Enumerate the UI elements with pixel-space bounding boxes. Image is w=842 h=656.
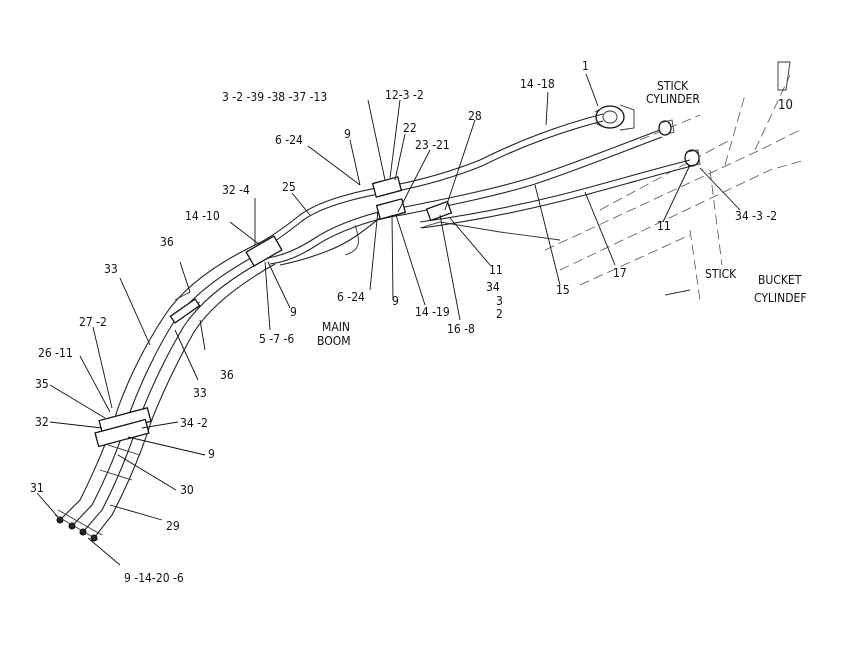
bucket-line-elbow bbox=[658, 119, 701, 167]
callout-32-4: 32 -4 bbox=[222, 183, 250, 197]
callout-12-3-2: 12-3 -2 bbox=[385, 88, 424, 102]
callout-25: 25 bbox=[282, 180, 296, 194]
callout-6-24-lower: 6 -24 bbox=[337, 290, 365, 304]
callout-33-upper: 33 bbox=[104, 262, 118, 276]
label-main: MAIN bbox=[322, 320, 350, 334]
callout-9-lower: 9 bbox=[392, 294, 399, 308]
label-cylinder: CYLINDEF bbox=[754, 291, 807, 305]
callout-29: 29 bbox=[166, 519, 180, 533]
leader-lines bbox=[36, 73, 741, 566]
callout-14-10: 14 -10 bbox=[185, 209, 220, 223]
callout-34-2-left: 34 -2 bbox=[180, 416, 208, 430]
callout-27-2: 27 -2 bbox=[79, 315, 107, 329]
callout-28: 28 bbox=[468, 109, 482, 123]
callout-cylinder: CYLINDER bbox=[646, 92, 700, 106]
callout-9-upper: 9 bbox=[344, 127, 351, 141]
callout-stick: STICK bbox=[657, 79, 689, 93]
upper-hose-bundle bbox=[394, 113, 693, 241]
callout-15: 15 bbox=[556, 283, 570, 297]
callout-22: 22 bbox=[403, 121, 417, 135]
callout-16-8: 16 -8 bbox=[447, 322, 475, 336]
callout-36-lower: 36 bbox=[220, 368, 234, 382]
callout-9-14-20-6: 9 -14-20 -6 bbox=[124, 571, 184, 585]
callout-36-upper: 36 bbox=[160, 235, 174, 249]
lower-hose-bundle bbox=[59, 244, 276, 539]
label-stick: STICK bbox=[705, 267, 737, 281]
label-10: 10 bbox=[778, 98, 793, 113]
callout-3-mid: 3 bbox=[496, 294, 503, 308]
pump-end-fittings bbox=[54, 509, 103, 542]
callout-35: 35 bbox=[35, 377, 49, 391]
callout-5-7-6: 5 -7 -6 bbox=[259, 332, 294, 346]
callout-9-left: 9 bbox=[208, 447, 215, 461]
label-bucket: BUCKET bbox=[758, 273, 802, 287]
stick-cylinder-fitting bbox=[594, 104, 635, 131]
callout-33-lower: 33 bbox=[193, 386, 207, 400]
callout-labels: 1 14 -18 STICK CYLINDER 3 -2 -39 -38 -37… bbox=[30, 59, 807, 585]
callout-23-21: 23 -21 bbox=[415, 138, 450, 152]
callout-11-mid: 11 bbox=[489, 263, 503, 277]
callout-30: 30 bbox=[180, 483, 194, 497]
callout-14-19: 14 -19 bbox=[415, 305, 450, 319]
callout-17: 17 bbox=[613, 266, 627, 280]
callout-3-2-39-38-37-13: 3 -2 -39 -38 -37 -13 bbox=[222, 90, 327, 104]
callout-11-right: 11 bbox=[657, 219, 671, 233]
callout-9-boom: 9 bbox=[290, 305, 297, 319]
callout-31: 31 bbox=[30, 481, 44, 495]
callout-6-24-upper: 6 -24 bbox=[275, 133, 303, 147]
callout-34-3-2: 34 -3 -2 bbox=[735, 209, 777, 223]
callout-2-mid: 2 bbox=[496, 307, 503, 321]
callout-26-11: 26 -11 bbox=[38, 346, 73, 360]
hose-clamps bbox=[94, 176, 453, 448]
callout-14-18: 14 -18 bbox=[520, 77, 555, 91]
callout-32: 32 bbox=[35, 415, 49, 429]
callout-34-mid: 34 bbox=[486, 280, 500, 294]
callout-1: 1 bbox=[582, 59, 589, 73]
label-boom: BOOM bbox=[317, 334, 351, 348]
